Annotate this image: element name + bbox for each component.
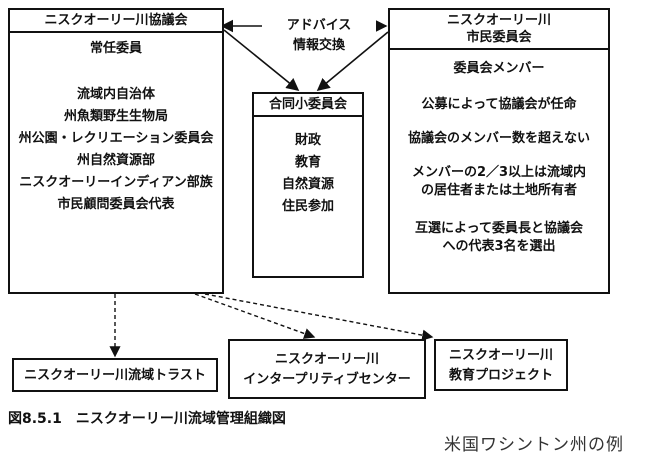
handwritten-note: 米国ワシントン州の例 (444, 435, 624, 455)
citizen-note: メンバーの2／3以上は流域内 (411, 165, 587, 180)
figure-caption: 図8.5.1 ニスクオーリー川流域管理組織図 (8, 411, 286, 427)
council-to-center-arrow (194, 293, 316, 339)
council-member: 州魚類野生生物局 (63, 109, 168, 124)
council-member: ニスクオーリーインディアン部族 (19, 175, 213, 190)
watershed-trust-box: ニスクオーリー川流域トラスト (12, 358, 218, 392)
interpretive-center-line2: インタープリティブセンター (243, 372, 411, 387)
council-member: 州自然資源部 (76, 153, 155, 168)
education-project-line2: 教育プロジェクト (448, 368, 553, 383)
council-member: 流域内自治体 (76, 87, 155, 102)
interpretive-center-box: ニスクオーリー川 インタープリティブセンター (228, 339, 426, 399)
citizen-title: ニスクオーリー川 市民委員会 (390, 10, 608, 50)
council-box: ニスクオーリー川協議会 常任委員 流域内自治体 州魚類野生生物局 州公園・レクリ… (8, 8, 224, 294)
joint-item: 教育 (294, 155, 321, 170)
advice-sublabel: 情報交換 (292, 38, 345, 53)
citizen-committee-box: ニスクオーリー川 市民委員会 委員会メンバー 公募によって協議会が任命 協議会の… (388, 8, 610, 294)
council-member: 市民顧問委員会代表 (57, 197, 175, 212)
citizen-title-line1: ニスクオーリー川 (446, 13, 551, 28)
council-member: 州公園・レクリエーション委員会 (18, 131, 214, 146)
joint-title: 合同小委員会 (254, 94, 362, 117)
joint-subcommittee-box: 合同小委員会 財政 教育 自然資源 住民参加 (252, 92, 364, 278)
council-section-label: 常任委員 (89, 41, 142, 56)
education-project-line1: ニスクオーリー川 (448, 348, 553, 363)
council-to-education-arrow (204, 293, 434, 341)
watershed-trust-label: ニスクオーリー川流域トラスト (24, 368, 206, 383)
citizen-note: の居住者または土地所有者 (420, 183, 577, 198)
citizen-note: 互選によって委員長と協議会 (415, 221, 583, 236)
joint-item: 自然資源 (281, 177, 334, 192)
education-project-box: ニスクオーリー川 教育プロジェクト (434, 339, 568, 391)
citizen-note: への代表3名を選出 (442, 239, 556, 254)
citizen-section-label: 委員会メンバー (453, 61, 545, 76)
joint-item: 住民参加 (281, 199, 334, 214)
council-title: ニスクオーリー川協議会 (10, 10, 222, 33)
interpretive-center-line1: ニスクオーリー川 (274, 352, 379, 367)
advice-label: アドバイス (262, 17, 376, 34)
citizen-title-line2: 市民委員会 (466, 30, 532, 45)
citizen-note: 公募によって協議会が任命 (421, 97, 577, 112)
citizen-note: 協議会のメンバー数を超えない (407, 131, 590, 146)
joint-item: 財政 (294, 133, 321, 148)
